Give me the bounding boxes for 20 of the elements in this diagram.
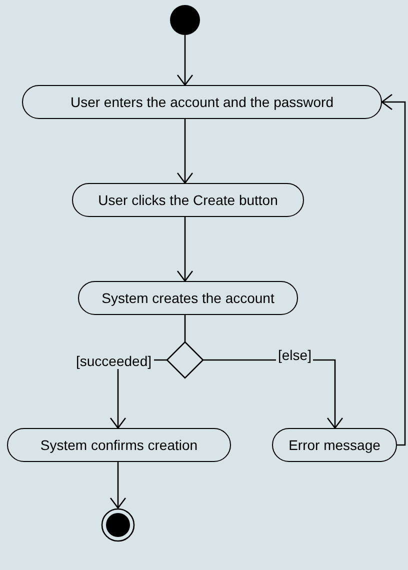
action-node	[22, 85, 382, 119]
arrow	[176, 35, 194, 86]
action-node	[72, 183, 304, 217]
edge-label: [succeeded]	[74, 353, 154, 369]
action-text: System confirms creation	[40, 437, 198, 453]
final-node	[101, 508, 135, 542]
arrow	[110, 462, 126, 509]
action-text: User enters the account and the password	[70, 94, 334, 110]
action-text: System creates the account	[102, 290, 274, 306]
edge-label: [else]	[276, 347, 314, 363]
initial-node	[170, 5, 200, 35]
arrow	[176, 217, 194, 282]
action-node	[78, 281, 298, 315]
action-text: User clicks the Create button	[98, 192, 278, 208]
action-node	[272, 428, 397, 462]
arrow	[176, 119, 194, 184]
decision-diamond	[167, 342, 203, 378]
action-node	[7, 428, 231, 462]
action-text: Error message	[288, 437, 380, 453]
arrow	[381, 94, 406, 446]
